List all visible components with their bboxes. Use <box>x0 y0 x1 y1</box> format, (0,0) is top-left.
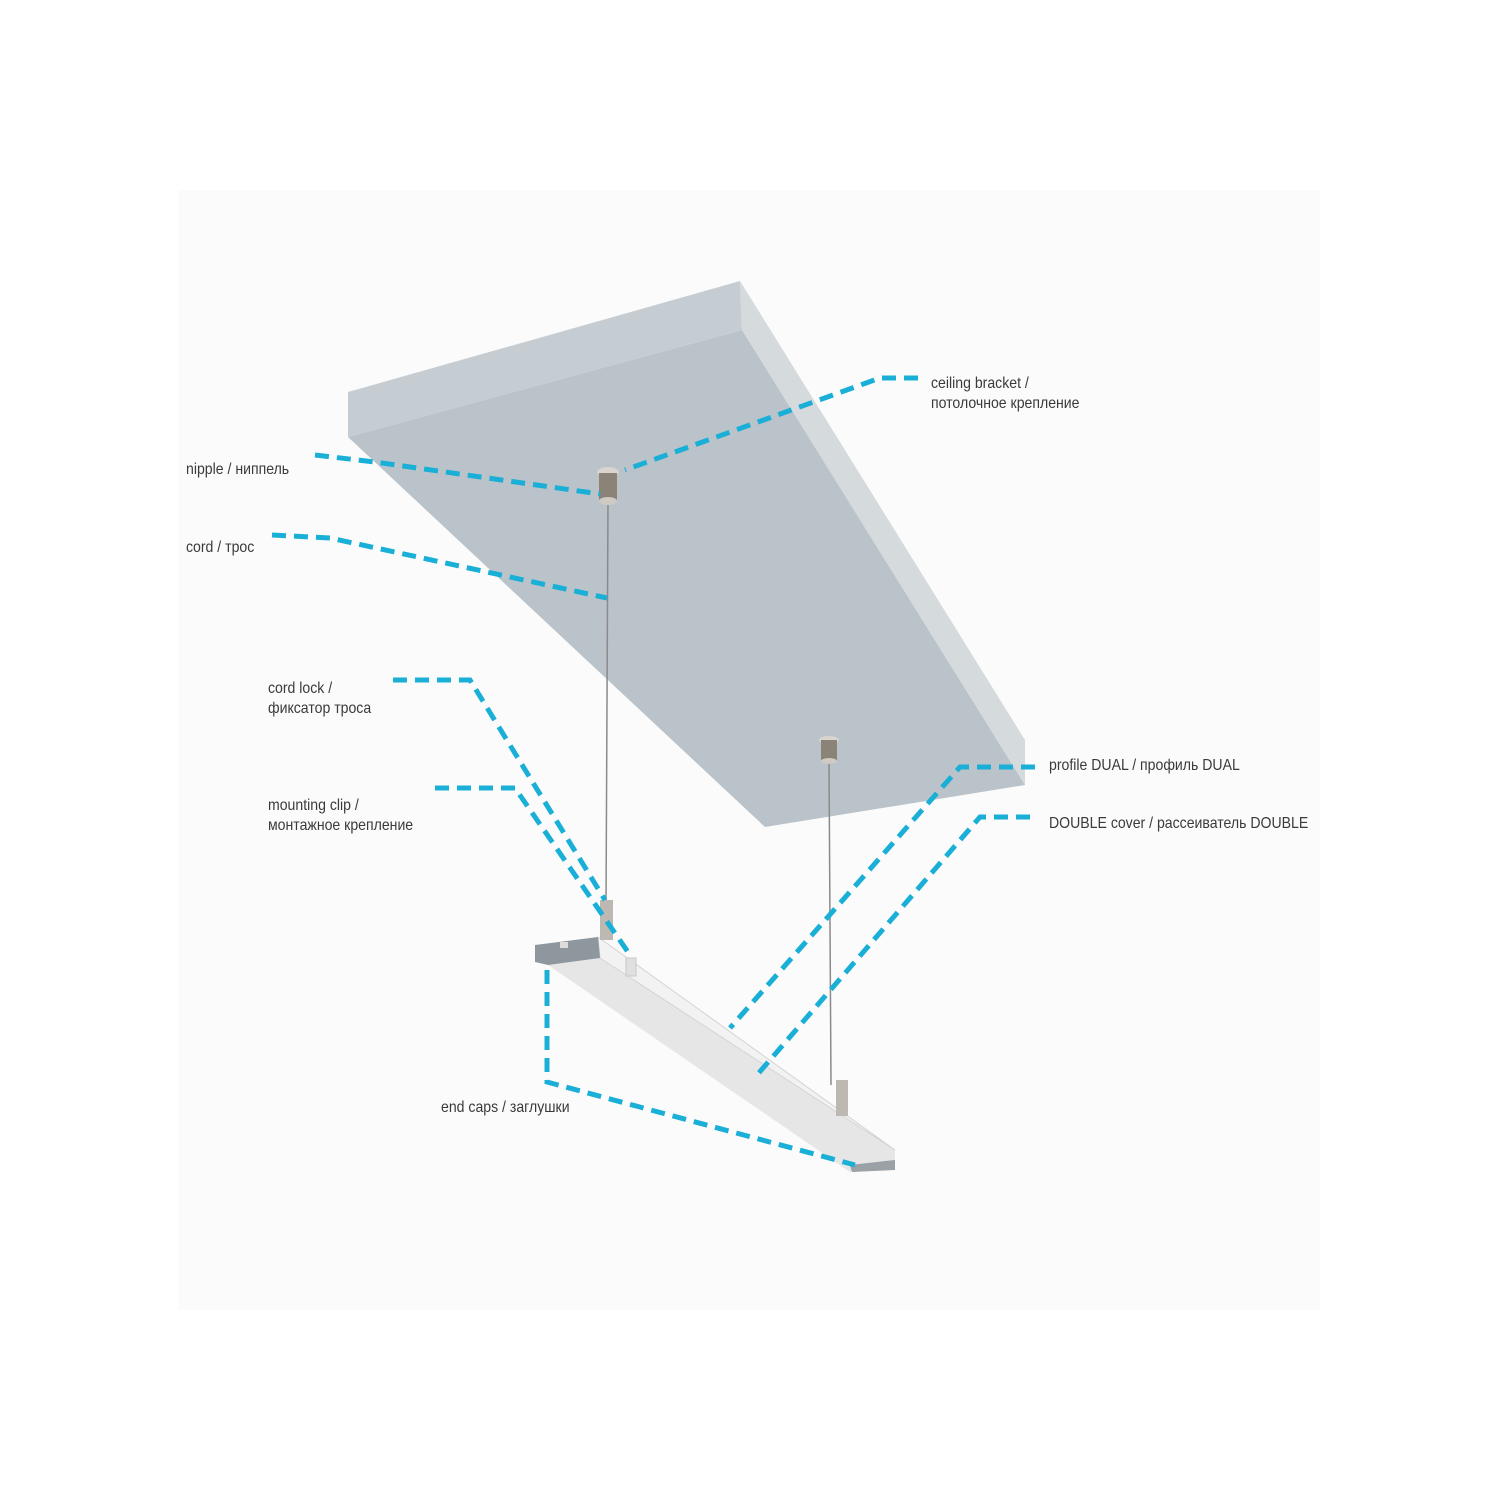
label-cord-lock: cord lock / фиксатор троса <box>268 679 371 719</box>
ceiling-side-face <box>740 281 1025 785</box>
label-mounting-clip: mounting clip / монтажное крепление <box>268 796 413 836</box>
ceiling-slab <box>348 281 1025 827</box>
label-nipple: nipple / ниппель <box>186 461 290 478</box>
leader-profile <box>728 764 1035 1030</box>
label-cord: cord / трос <box>186 539 255 556</box>
leader-cord <box>271 532 608 601</box>
label-line: mounting clip / <box>268 797 359 814</box>
label-line: монтажное крепление <box>268 817 414 834</box>
cord-lock-1 <box>600 900 613 940</box>
label-line: фиксатор троса <box>268 700 372 717</box>
leader-cover <box>755 814 1030 1077</box>
label-line: ceiling bracket / <box>931 375 1029 392</box>
end-cap-slot <box>560 942 568 948</box>
nipple-1 <box>597 467 619 505</box>
nipple-2 <box>819 736 839 764</box>
label-ceiling-bracket: ceiling bracket / потолочное крепление <box>931 374 1080 414</box>
cord-1 <box>605 499 609 906</box>
leader-ceiling-bracket <box>624 375 918 473</box>
cord-2 <box>828 761 832 1086</box>
end-cap <box>535 937 600 965</box>
leader-cord-lock <box>393 677 608 902</box>
luminaire-cover <box>548 958 895 1172</box>
cords <box>605 499 832 1086</box>
label-line: cord lock / <box>268 680 333 697</box>
label-cover: DOUBLE cover / рассеиватель DOUBLE <box>1049 815 1309 832</box>
leader-end-caps <box>544 970 856 1168</box>
mounting-clip <box>625 957 637 977</box>
label-end-caps: end caps / заглушки <box>441 1099 570 1116</box>
leader-lines <box>271 375 1035 1168</box>
leader-nipple <box>314 452 601 497</box>
label-line: потолочное крепление <box>931 395 1080 412</box>
label-profile: profile DUAL / профиль DUAL <box>1049 757 1240 774</box>
luminaire <box>535 900 896 1172</box>
end-cap-2 <box>850 1160 895 1172</box>
ceiling-bottom-face <box>348 330 1025 827</box>
cord-lock-2 <box>836 1080 848 1116</box>
ceiling-front-face <box>348 281 742 437</box>
leader-mounting-clip <box>435 785 633 957</box>
